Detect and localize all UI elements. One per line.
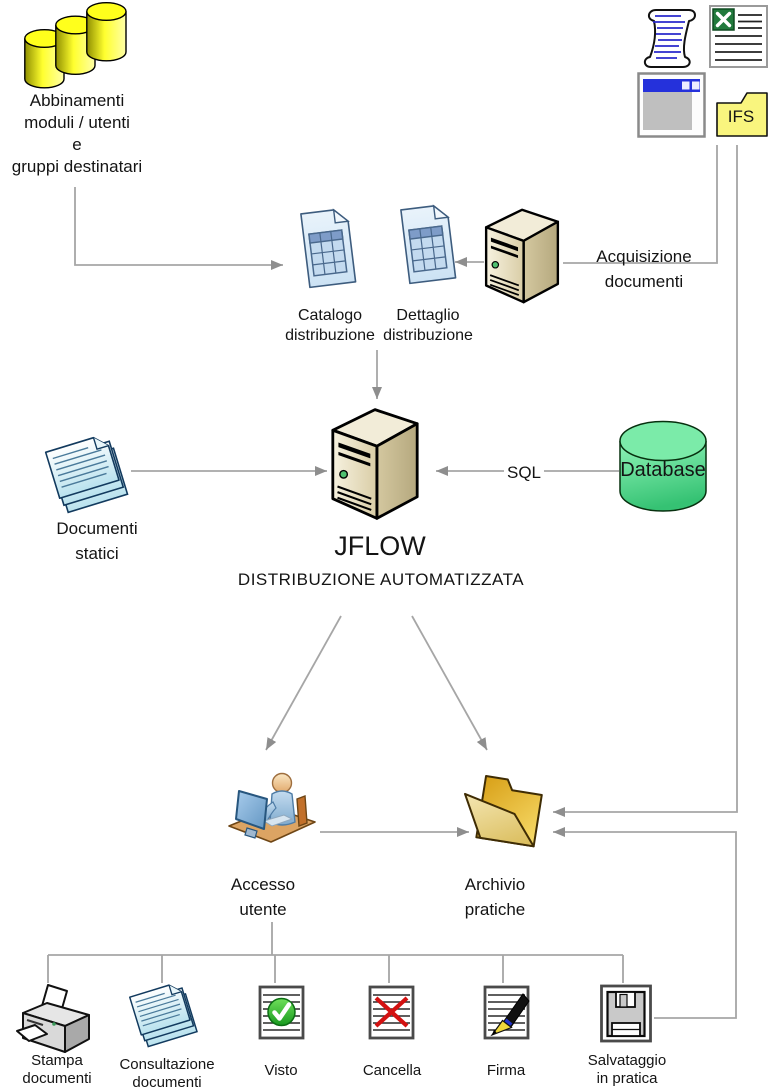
arrow-ifs-to-archivio — [553, 145, 738, 817]
sql-label: SQL — [503, 460, 545, 485]
open-folder-icon — [463, 775, 543, 848]
documenti-statici-stack-icon — [44, 436, 129, 514]
dettaglio-label: Dettaglio distribuzione — [383, 307, 473, 344]
database-cylinder-icon — [619, 420, 707, 512]
jflow-server-icon — [331, 408, 419, 520]
database-label: Database — [620, 459, 706, 481]
documenti-statici-label: Documenti statici — [56, 519, 138, 563]
arrow-abbinamenti-to-catalogo — [74, 187, 283, 270]
consultazione-label: Consultazione documenti — [119, 1056, 215, 1089]
acquisizione-label: Acquisizione documenti — [596, 247, 692, 291]
stampa-label: Stampa documenti — [22, 1052, 92, 1087]
firma-label: Firma — [486, 1062, 526, 1079]
signature-document-icon — [483, 985, 530, 1040]
tree-accesso-to-actions — [47, 922, 624, 983]
approve-document-icon — [258, 985, 305, 1040]
catalogo-label: Catalogo distribuzione — [285, 307, 375, 344]
visto-label: Visto — [264, 1062, 298, 1079]
archivio-pratiche-label: Archivio pratiche — [464, 875, 526, 919]
line-icons-to-acquisizione-server — [563, 145, 718, 264]
floppy-save-icon — [600, 984, 652, 1043]
modules-cylinders-icon — [24, 1, 127, 89]
consultazione-stack-icon — [128, 984, 198, 1048]
delete-document-icon — [368, 985, 415, 1040]
dettaglio-document-icon — [400, 204, 457, 285]
cancella-label: Cancella — [362, 1062, 422, 1079]
accesso-utente-label: Accesso utente — [230, 875, 296, 919]
jflow-title: JFLOW — [334, 531, 426, 561]
scroll-icon — [643, 9, 696, 68]
excel-report-icon — [709, 5, 768, 68]
ifs-folder-icon — [716, 92, 768, 137]
acquisizione-server-icon — [484, 208, 560, 304]
abbinamenti-label: Abbinamenti moduli / utenti e gruppi des… — [11, 91, 143, 176]
arrow-jflow-to-accesso — [265, 615, 342, 751]
catalogo-document-icon — [300, 208, 357, 289]
application-window-icon — [637, 72, 706, 138]
ifs-label: IFS — [727, 107, 755, 126]
printer-icon — [16, 984, 90, 1053]
user-at-computer-icon — [228, 772, 316, 843]
jflow-subtitle: DISTRIBUZIONE AUTOMATIZZATA — [237, 570, 525, 589]
arrow-salvataggio-to-archivio — [553, 827, 737, 1019]
arrow-jflow-to-archivio — [411, 615, 488, 751]
salvataggio-label: Salvataggio in pratica — [587, 1052, 667, 1087]
